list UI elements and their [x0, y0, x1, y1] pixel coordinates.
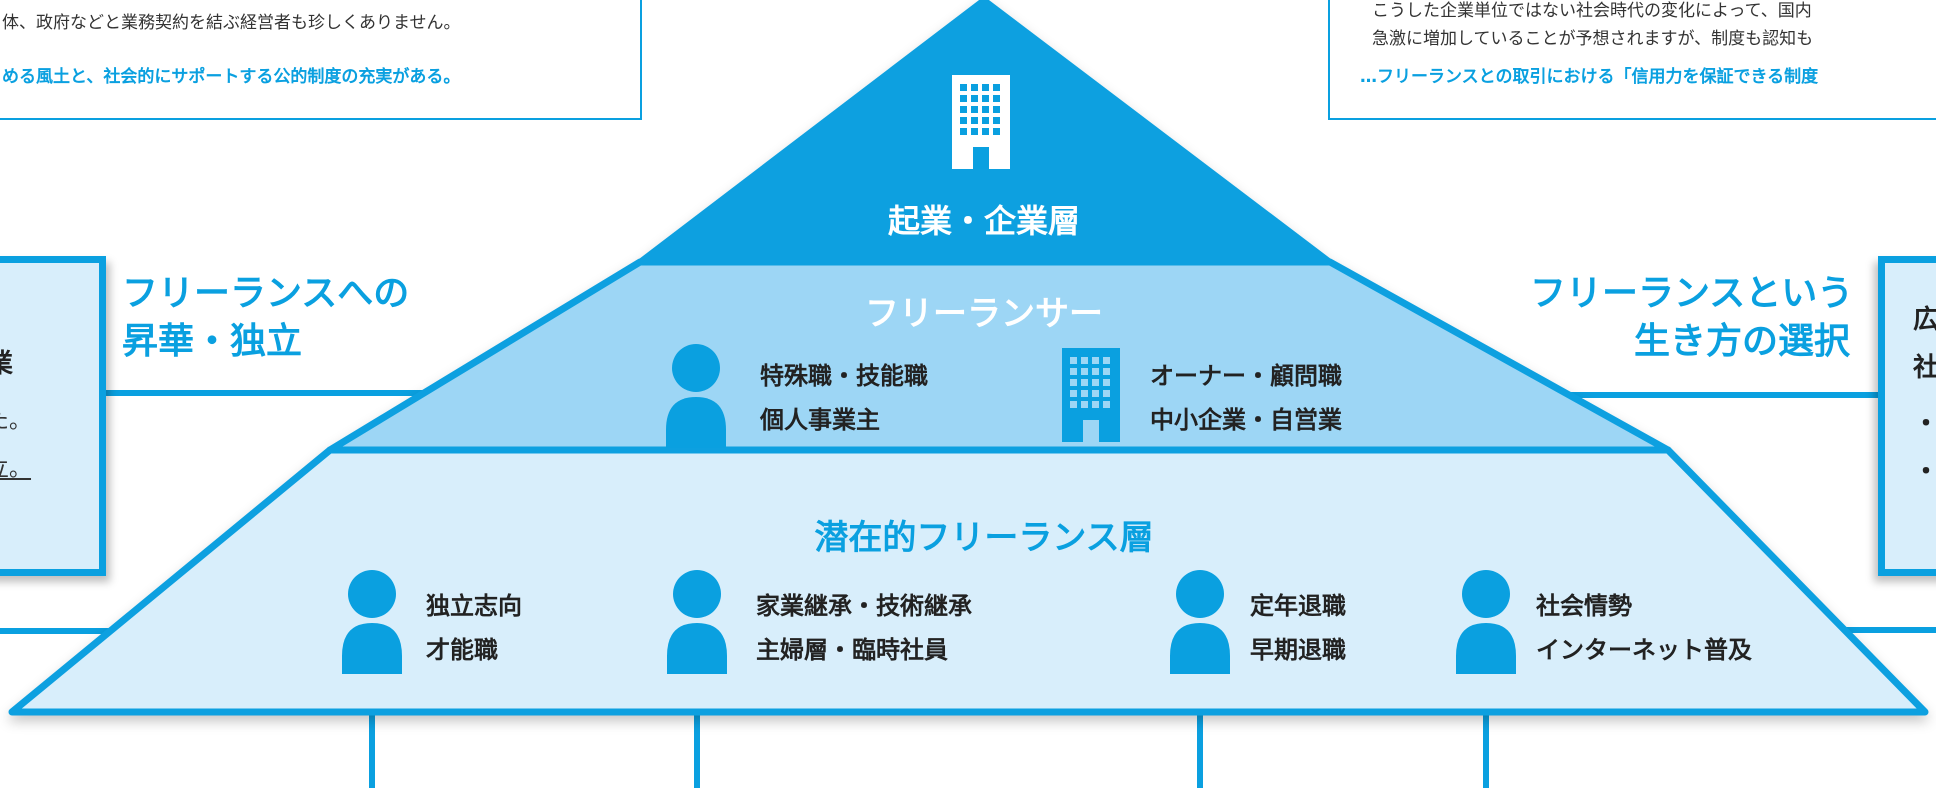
middle-group-2-labels: オーナー・顧問職 中小企業・自営業: [1150, 354, 1342, 442]
building-icon-top: [952, 75, 1010, 169]
side-heading-right: フリーランスという 生き方の選択: [1530, 270, 1854, 366]
side-left-line-3: 立。: [0, 457, 32, 482]
middle-group-2-line-2: 中小企業・自営業: [1150, 406, 1342, 434]
note-right-line-2: …フリーランスとの取引における「信用力を保証できる制度: [1360, 67, 1819, 87]
middle-group-1-line-2: 個人事業主: [760, 406, 880, 434]
side-right-line-2: 社: [1913, 347, 1936, 384]
note-right-line-0: こうした企業単位ではない社会時代の変化によって、国内: [1372, 1, 1812, 21]
middle-group-1-labels: 特殊職・技能職 個人事業主: [760, 354, 928, 442]
note-box-left: 体、政府などと業務契約を結ぶ経営者も珍しくありません。 める風土と、社会的にサポ…: [0, 0, 642, 120]
person-icon: [666, 344, 726, 448]
building-icon: [1062, 348, 1120, 442]
person-icon: [667, 570, 727, 674]
side-heading-left: フリーランスへの 昇華・独立: [122, 270, 409, 366]
tier-middle-title: フリーランサー: [865, 294, 1103, 334]
tier-top-title: 起業・企業層: [887, 202, 1080, 240]
middle-group-1-line-1: 特殊職・技能職: [760, 362, 928, 390]
bottom-group-3-labels: 定年退職 早期退職: [1250, 584, 1346, 672]
bottom-group-2-line-2: 主婦層・臨時社員: [756, 636, 948, 664]
tier-bottom-title: 潜在的フリーランス層: [814, 518, 1154, 558]
note-left-line-1: 体、政府などと業務契約を結ぶ経営者も珍しくありません。: [2, 13, 461, 33]
side-box-left: 業 た。 立。 。: [0, 256, 106, 576]
bottom-group-1-labels: 独立志向 才能職: [426, 584, 522, 672]
middle-group-2-line-1: オーナー・顧問職: [1150, 362, 1342, 390]
bottom-group-3-line-1: 定年退職: [1250, 592, 1346, 620]
tier-bottom-shape: [8, 446, 1929, 716]
side-right-line-3: ・: [1913, 403, 1936, 440]
bottom-group-1-line-2: 才能職: [426, 636, 498, 664]
side-right-line-1: 広: [1913, 299, 1936, 336]
side-heading-right-line-1: フリーランスという: [1530, 273, 1854, 314]
side-left-line-1: 業: [0, 343, 13, 380]
person-icon: [1170, 570, 1230, 674]
person-icon: [342, 570, 402, 674]
bottom-group-1-line-1: 独立志向: [426, 592, 522, 620]
bottom-group-2-line-1: 家業継承・技術継承: [756, 592, 972, 620]
side-box-right: 広 社 ・ ・: [1878, 256, 1936, 576]
note-right-line-1: 急激に増加していることが予想されますが、制度も認知も: [1372, 29, 1814, 49]
note-box-right: こうした企業単位ではない社会時代の変化によって、国内 急激に増加していることが予…: [1328, 0, 1936, 120]
side-heading-left-line-2: 昇華・独立: [122, 321, 303, 362]
bottom-group-4-line-1: 社会情勢: [1536, 592, 1632, 620]
side-left-line-4: 。: [0, 499, 9, 531]
side-right-line-4: ・: [1913, 451, 1936, 488]
bottom-group-2-labels: 家業継承・技術継承 主婦層・臨時社員: [756, 584, 972, 672]
bottom-group-4-labels: 社会情勢 インターネット普及: [1536, 584, 1752, 672]
side-heading-left-line-1: フリーランスへの: [122, 273, 410, 314]
side-heading-right-line-2: 生き方の選択: [1633, 321, 1850, 362]
bottom-group-3-line-2: 早期退職: [1250, 636, 1346, 664]
person-icon: [1456, 570, 1516, 674]
side-left-line-2: た。: [0, 409, 32, 434]
note-left-line-2: める風土と、社会的にサポートする公的制度の充実がある。: [2, 67, 461, 87]
bottom-group-4-line-2: インターネット普及: [1536, 636, 1752, 664]
